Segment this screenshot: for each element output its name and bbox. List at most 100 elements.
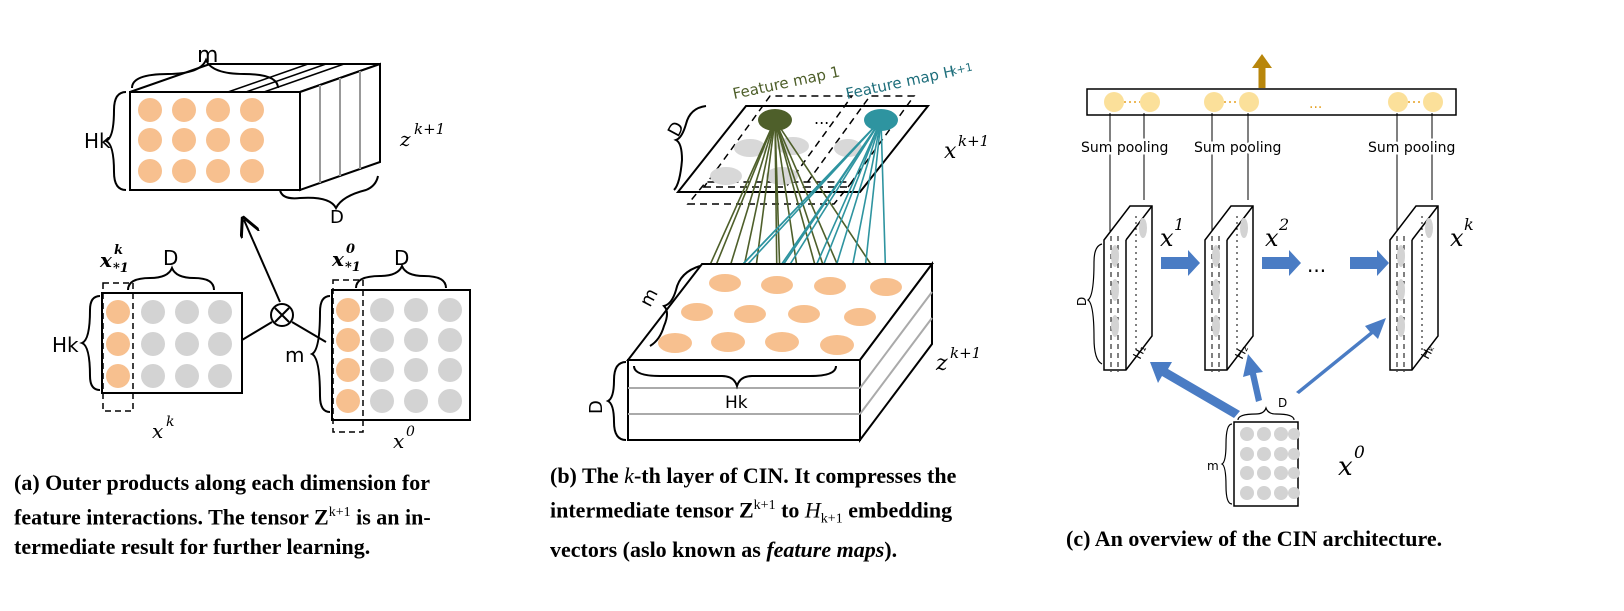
panel-b: ... Feature map 1 Feature map H k+1 D x … (586, 61, 989, 443)
label-m-top: m (197, 43, 218, 68)
label-z-right-b-sup: k+1 (950, 344, 981, 362)
label-x0-vec-sub: *1 (345, 260, 361, 275)
label-d-top-b: D (664, 118, 689, 140)
brace-d-top (279, 175, 379, 211)
sum-pooling-2-bg: Sum pooling (1194, 140, 1281, 156)
caption-b-line3: vectors (aslo known as feature maps). (550, 535, 1050, 565)
dots-feature-maps: ... (814, 109, 829, 128)
caption-b-line2-sup: k+1 (753, 498, 776, 513)
caption-b-h: H (804, 497, 821, 523)
label-m-side-b: m (636, 285, 663, 310)
tensor-z-slab (605, 261, 934, 443)
caption-b-hsub: k+1 (820, 511, 843, 527)
label-feature-map-1: Feature map 1 (731, 63, 841, 103)
top-dots: ... (1309, 96, 1322, 112)
label-feature-map-h-sub: k+1 (949, 61, 974, 78)
caption-c: (c) An overview of the CIN architecture. (1066, 524, 1586, 554)
outer-product-operator (241, 303, 327, 343)
label-hk-top: Hk (84, 129, 111, 153)
caption-b-k: k (624, 463, 634, 488)
caption-b-line2-mid: to (775, 497, 805, 523)
feature-map-plane: ... (675, 95, 931, 205)
z-top-dots (138, 98, 264, 183)
caption-a-line2-pre: feature interactions. The tensor Z (14, 504, 329, 530)
caption-a-line1: (a) Outer products along each dimension … (14, 470, 430, 495)
caption-b-line3-pre: vectors (aslo known as (550, 536, 767, 562)
caption-b-line1-post: -th layer of CIN. It compresses the (633, 463, 957, 488)
sum-pooling-3: Sum pooling (1368, 140, 1455, 156)
label-d-side-b: D (586, 400, 607, 414)
matrix-x0-c (1220, 406, 1300, 507)
label-x0-below-sup: 0 (406, 424, 415, 440)
panel-c: ... Sum pooling Sum pooling Sum pooling … (1075, 54, 1474, 507)
caption-a: (a) Outer products along each dimension … (14, 468, 524, 562)
label-x1-sup: 1 (1174, 215, 1184, 234)
sum-pooling-1-bg: Sum pooling (1081, 140, 1168, 156)
caption-a-line2-sup: k+1 (328, 505, 351, 520)
label-x2-sup: 2 (1278, 215, 1289, 234)
label-z-top-sup: k+1 (414, 120, 445, 138)
label-d-top: D (330, 207, 344, 228)
caption-b-line2: intermediate tensor Zk+1 to Hk+1 embeddi… (550, 491, 1050, 535)
layer-x2 (1204, 205, 1254, 372)
label-m-x0: m (285, 343, 304, 367)
label-x0-below: x (393, 429, 404, 453)
outer-product-arrow (244, 220, 281, 303)
layer-xk (1389, 205, 1439, 372)
feature-map-1-node (758, 109, 792, 131)
caption-b-line1-pre: (b) The (550, 463, 625, 488)
layer-x1 (1103, 205, 1153, 372)
label-x0-vec: x (331, 247, 345, 271)
label-d-x0-c: D (1278, 396, 1287, 410)
sum-pooling-3-bg: Sum pooling (1368, 140, 1455, 156)
caption-b-line1: (b) The k-th layer of CIN. It compresses… (550, 461, 1050, 491)
label-x2: x (1265, 224, 1279, 252)
matrix-x0 (309, 263, 471, 433)
label-d-layer: D (1075, 297, 1089, 306)
brace-hk-top (103, 91, 127, 191)
caption-a-line2: feature interactions. The tensor Zk+1 is… (14, 498, 524, 532)
label-xk-c: x (1450, 224, 1464, 252)
panel-a: m Hk z k+1 D x k *1 D Hk x k (52, 43, 471, 453)
sum-pooling-1: Sum pooling (1081, 140, 1168, 156)
label-x0-c: x (1338, 452, 1353, 482)
caption-a-line2-post: is an in- (350, 504, 431, 530)
pool-dots (1104, 92, 1443, 112)
label-xk-below: x (152, 419, 163, 443)
caption-b-line3-post: ). (884, 536, 898, 562)
label-xk-c-sup: k (1464, 215, 1474, 234)
label-x1: x (1160, 224, 1174, 252)
caption-c-line1: (c) An overview of the CIN architecture. (1066, 526, 1443, 551)
label-feature-map-h: Feature map H (844, 62, 956, 103)
label-h2: H₂ (1232, 342, 1251, 361)
label-xk-vec-sup: k (114, 243, 123, 258)
tensor-z-top (103, 57, 381, 211)
label-x-top-b: x (944, 139, 957, 164)
caption-b: (b) The k-th layer of CIN. It compresses… (550, 461, 1050, 565)
caption-b-line3-em: feature maps (766, 536, 885, 562)
pooling-lines (1109, 113, 1433, 232)
blue-arrows (1150, 250, 1389, 418)
matrix-xk (79, 265, 243, 412)
label-xk-below-sup: k (166, 414, 174, 430)
caption-b-line2-post: embedding (842, 497, 953, 523)
label-z-right-b: z (935, 351, 948, 376)
label-hk-bottom-b: Hk (725, 393, 748, 413)
label-x-top-b-sup: k+1 (958, 132, 989, 150)
label-x0-c-sup: 0 (1354, 443, 1365, 463)
mid-dots: ... (1307, 253, 1326, 277)
label-x0-vec-sup: 0 (346, 242, 355, 257)
sum-pooling-2: Sum pooling (1194, 140, 1281, 156)
label-d-x0: D (394, 246, 409, 270)
label-h1: H₁ (1130, 342, 1149, 361)
caption-b-line2-pre: intermediate tensor Z (550, 497, 754, 523)
output-arrow-head (1252, 54, 1272, 68)
label-z-top: z (399, 127, 411, 151)
label-hk-c: Hₖ (1418, 342, 1437, 361)
label-d-xk: D (163, 246, 178, 270)
caption-a-line3: termediate result for further learning. (14, 534, 371, 560)
label-m-x0-c: m (1207, 459, 1219, 473)
label-xk-vec: x (99, 248, 113, 272)
label-hk-left: Hk (52, 333, 79, 357)
